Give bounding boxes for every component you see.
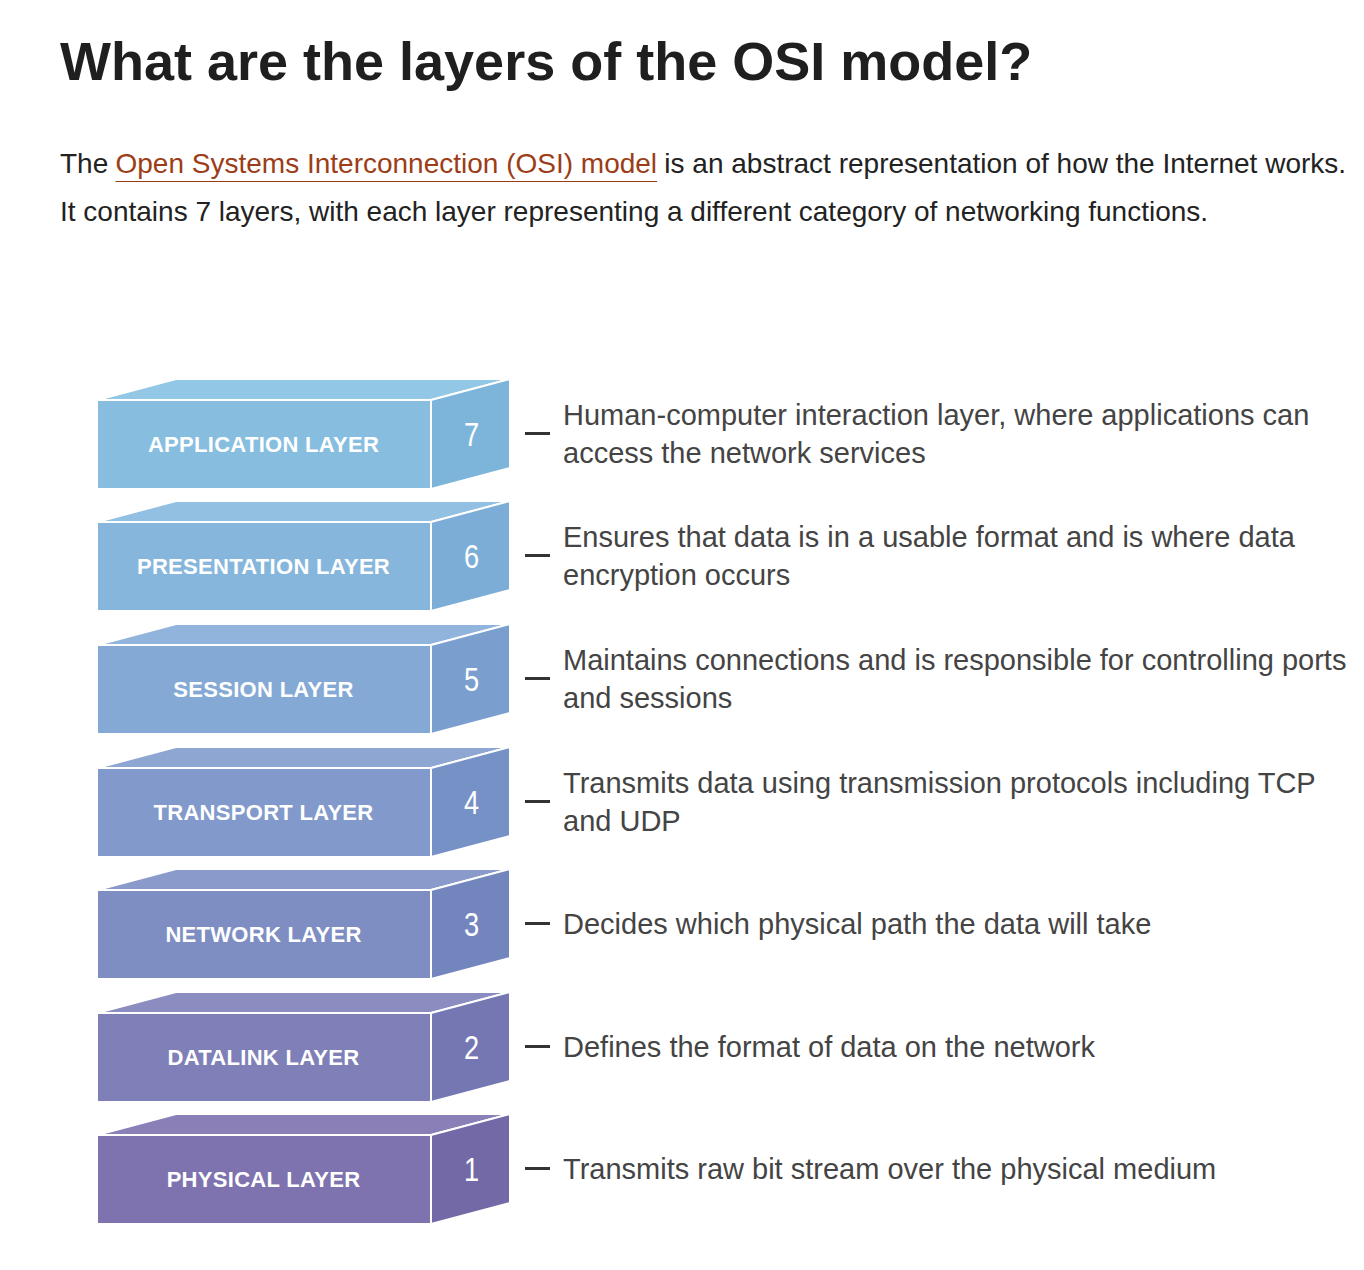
layer-front-face bbox=[97, 400, 431, 489]
intro-paragraph: The Open Systems Interconnection (OSI) mo… bbox=[60, 140, 1350, 236]
leader-dash bbox=[525, 800, 550, 803]
layer-number: 3 bbox=[463, 905, 478, 944]
layer-description: Ensures that data is in a usable format … bbox=[563, 518, 1348, 594]
link-text: Open Systems Interconnection (OSI) model bbox=[116, 148, 658, 179]
layer-description: Defines the format of data on the networ… bbox=[563, 1028, 1348, 1066]
layer-number: 1 bbox=[463, 1150, 478, 1189]
layer-front: NETWORK LAYER bbox=[96, 890, 431, 980]
layer-front-face bbox=[97, 768, 431, 857]
layer-block: PHYSICAL LAYER 1 bbox=[96, 1113, 512, 1225]
layer-side-face bbox=[431, 379, 510, 489]
layer-block: NETWORK LAYER 3 bbox=[96, 868, 512, 980]
layer-name: SESSION LAYER bbox=[173, 677, 353, 703]
layer-front: TRANSPORT LAYER bbox=[96, 768, 431, 858]
page-title: What are the layers of the OSI model? bbox=[60, 30, 1032, 92]
layer-side: 4 bbox=[431, 757, 511, 847]
layer-side: 1 bbox=[431, 1124, 511, 1214]
layer-front-face bbox=[97, 645, 431, 734]
body-text: The bbox=[60, 148, 108, 179]
layer-front-face bbox=[97, 890, 431, 979]
layer-block: PRESENTATION LAYER 6 bbox=[96, 500, 512, 612]
layer-description: Maintains connections and is responsible… bbox=[563, 641, 1348, 717]
layer-side: 6 bbox=[431, 511, 511, 601]
layer-description: Transmits data using transmission protoc… bbox=[563, 764, 1348, 840]
layer-block: TRANSPORT LAYER 4 bbox=[96, 746, 512, 858]
layer-name: DATALINK LAYER bbox=[167, 1045, 359, 1071]
layer-number: 4 bbox=[463, 783, 478, 822]
layer-front: SESSION LAYER bbox=[96, 645, 431, 735]
layer-front-face bbox=[97, 1135, 431, 1224]
layer-description: Human-computer interaction layer, where … bbox=[563, 396, 1348, 472]
layer-side: 2 bbox=[431, 1002, 511, 1092]
layer-front: APPLICATION LAYER bbox=[96, 400, 431, 490]
layer-number: 6 bbox=[463, 537, 478, 576]
layer-side-face bbox=[431, 624, 510, 734]
layer-side-face bbox=[431, 869, 510, 979]
layer-side: 7 bbox=[431, 389, 511, 479]
layer-side: 5 bbox=[431, 634, 511, 724]
layer-block: SESSION LAYER 5 bbox=[96, 623, 512, 735]
leader-dash bbox=[525, 1167, 550, 1170]
layer-side-face bbox=[431, 992, 510, 1102]
layer-description: Transmits raw bit stream over the physic… bbox=[563, 1150, 1348, 1188]
leader-dash bbox=[525, 554, 550, 557]
leader-dash bbox=[525, 677, 550, 680]
layer-side-face bbox=[431, 747, 510, 857]
layer-front: PRESENTATION LAYER bbox=[96, 522, 431, 612]
layer-side-face bbox=[431, 1114, 510, 1224]
leader-dash bbox=[525, 922, 550, 925]
layer-name: TRANSPORT LAYER bbox=[153, 800, 373, 826]
layer-name: APPLICATION LAYER bbox=[148, 432, 379, 458]
layer-description: Decides which physical path the data wil… bbox=[563, 905, 1348, 943]
layer-front-face bbox=[97, 522, 431, 611]
layer-side: 3 bbox=[431, 879, 511, 969]
layer-number: 7 bbox=[463, 415, 478, 454]
leader-dash bbox=[525, 1045, 550, 1048]
leader-dash bbox=[525, 432, 550, 435]
layer-number: 2 bbox=[463, 1028, 478, 1067]
layer-front: PHYSICAL LAYER bbox=[96, 1135, 431, 1225]
layer-name: PHYSICAL LAYER bbox=[167, 1167, 361, 1193]
layer-front-face bbox=[97, 1013, 431, 1102]
layer-block: DATALINK LAYER 2 bbox=[96, 991, 512, 1103]
layer-front: DATALINK LAYER bbox=[96, 1013, 431, 1103]
layer-side-face bbox=[431, 501, 510, 611]
layer-name: PRESENTATION LAYER bbox=[137, 554, 390, 580]
layer-number: 5 bbox=[463, 660, 478, 699]
layer-name: NETWORK LAYER bbox=[165, 922, 361, 948]
layer-block: APPLICATION LAYER 7 bbox=[96, 378, 512, 490]
